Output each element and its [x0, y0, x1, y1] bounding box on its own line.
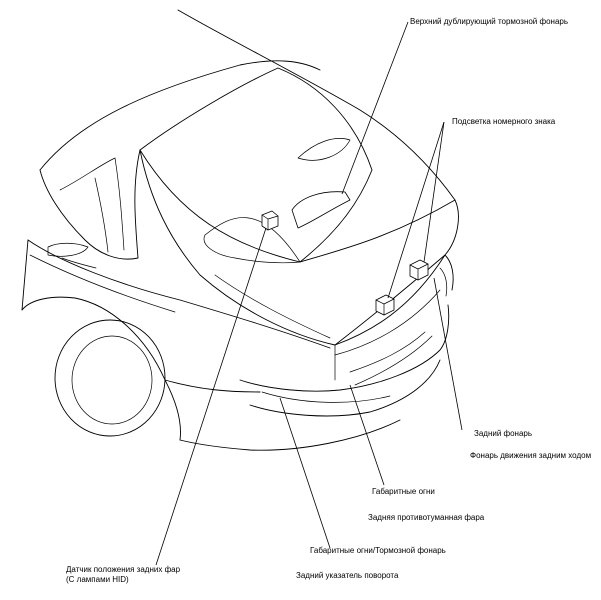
car-body — [21, 9, 459, 451]
label-rear-fog-lamp: Задняя противотуманная фара — [368, 513, 485, 522]
license-lamp-right — [409, 259, 429, 281]
label-license-plate-lamp: Подсветка номерного знака — [452, 117, 556, 126]
label-sensor-line2: (С лампами HID) — [66, 575, 129, 584]
label-sensor-line1: Датчик положения задних фар — [66, 565, 181, 574]
label-reverse-lamp: Фонарь движения задним ходом — [470, 451, 592, 460]
label-tail-lamp: Габаритные огни — [372, 487, 435, 496]
label-tail-stop-lamp: Габаритные огни/Тормозной фонарь — [310, 546, 446, 555]
label-rear-turn-signal: Задний указатель поворота — [296, 571, 399, 580]
label-rear-lamp: Задний фонарь — [474, 429, 533, 438]
leader-lines — [155, 21, 463, 566]
label-high-mount-stop-lamp: Верхний дублирующий тормозной фонарь — [410, 17, 569, 26]
component-parts — [261, 191, 429, 316]
sensor-block — [261, 210, 279, 231]
high-mount-stop-lamp — [291, 191, 351, 229]
license-lamp-left — [375, 294, 395, 316]
